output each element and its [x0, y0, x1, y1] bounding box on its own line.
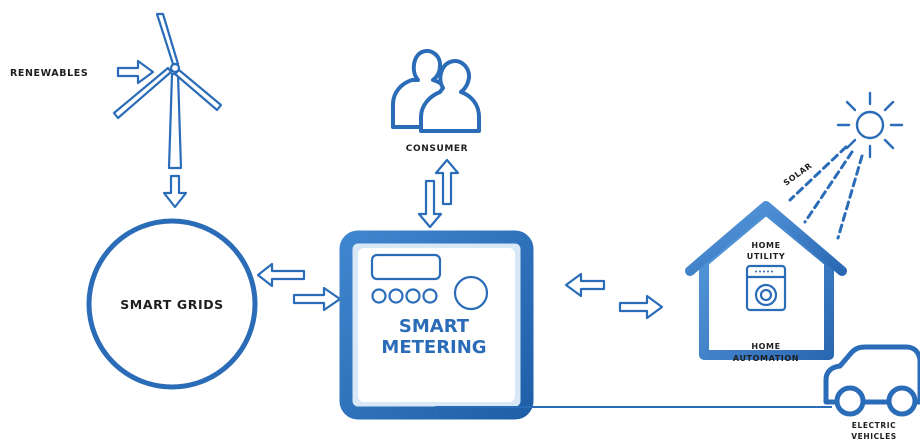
smart-metering-label-line2: METERING: [381, 337, 486, 358]
home-utility-label-line2: UTILITY: [747, 252, 785, 261]
smart-metering-label-line1: SMART: [399, 316, 470, 337]
consumer-people-icon: [391, 49, 481, 133]
home-utility-label-line1: HOME: [751, 241, 780, 250]
consumer-label: CONSUMER: [406, 144, 468, 154]
electric-vehicles-label-line2: VEHICLES: [851, 432, 897, 441]
renewables-label: RENEWABLES: [10, 68, 88, 79]
wind-turbine-icon: [112, 12, 223, 170]
meter-vehicle-connector: [435, 406, 832, 413]
solar-rays: [788, 145, 864, 240]
smart-meter-icon: [339, 230, 534, 420]
smart-grids-label: SMART GRIDS: [120, 297, 224, 312]
home-automation-label-line2: AUTOMATION: [733, 354, 799, 363]
meter-house-arrows-icon: [564, 272, 664, 320]
renewables-arrow-icon: [116, 59, 155, 85]
smart-grids-node: [86, 218, 258, 390]
home-automation-label-line1: HOME: [751, 342, 780, 351]
consumer-meter-arrows-icon: [417, 158, 460, 229]
washing-machine-icon: [745, 264, 787, 312]
car-icon: [823, 344, 920, 417]
grid-meter-arrows-icon: [256, 262, 342, 312]
electric-vehicles-label-line1: ELECTRIC: [852, 421, 897, 430]
down-arrow-icon: [162, 174, 188, 209]
sun-icon: [836, 91, 904, 159]
